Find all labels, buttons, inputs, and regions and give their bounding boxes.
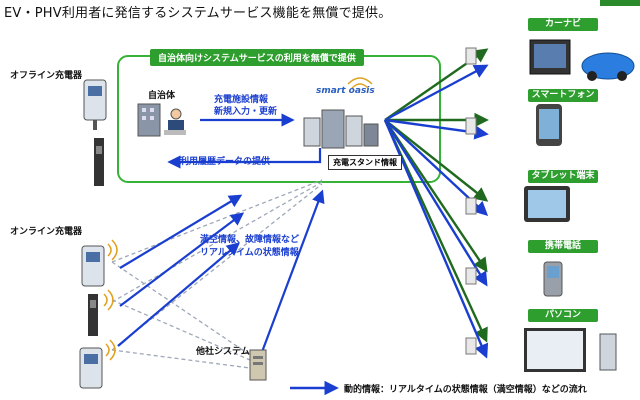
device-label-personal-computer: パソコン xyxy=(528,309,598,322)
status-info-line1: 満空情報、故障情報など xyxy=(200,235,300,245)
device-label-car-navigation: カーナビ xyxy=(528,18,598,31)
register-info-line1: 充電施設情報 xyxy=(214,95,269,105)
car-navigation-icon xyxy=(529,39,635,81)
register-info-line2: 新規入力・更新 xyxy=(214,107,278,117)
charging-stand-info-tag: 充電スタンド情報 xyxy=(328,155,402,170)
other-system-server-icon xyxy=(249,349,267,381)
legend-dynamic-info: 動的情報：リアルタイムの状態情報（満空情報）などの流れ xyxy=(344,385,587,395)
other-system-label: 他社システム xyxy=(196,347,250,357)
online-charger-icon-1 xyxy=(81,239,118,287)
smartphone-icon xyxy=(536,104,562,146)
mobile-phone-icon xyxy=(543,261,563,297)
usage-history-text: 利用履歴データの提供 xyxy=(180,157,271,167)
smart-oasis-server-icon xyxy=(303,77,379,149)
internal-arrows xyxy=(167,113,322,169)
personal-computer-icon xyxy=(524,328,617,372)
device-label-tablet: タブレット端末 xyxy=(528,170,598,183)
corner-decoration xyxy=(600,0,640,6)
online-charger-icon-2 xyxy=(88,289,114,336)
offline-charger-icon xyxy=(83,79,107,130)
online-charger-label: オンライン充電器 xyxy=(10,227,83,237)
relay-server-icons xyxy=(465,47,477,355)
service-banner: 自治体向けシステムサービスの利用を無償で提供 xyxy=(150,49,364,66)
offline-charger-label: オフライン充電器 xyxy=(10,71,83,81)
page-title: EV・PHV利用者に発信するシステムサービス機能を無償で提供。 xyxy=(4,6,392,21)
status-info-line2: リアルタイムの状態情報 xyxy=(200,248,299,258)
smart-oasis-logo: smart oasis xyxy=(316,86,375,96)
charger-status-arrows xyxy=(117,189,325,353)
device-label-smartphone: スマートフォン xyxy=(528,89,598,102)
municipality-label: 自治体 xyxy=(148,91,176,101)
offline-charger-post-icon xyxy=(94,138,104,186)
municipality-building-icon xyxy=(137,103,186,137)
tablet-icon xyxy=(524,186,570,222)
device-label-mobile-phone: 携帯電話 xyxy=(528,240,598,253)
online-charger-icon-3 xyxy=(79,339,116,389)
